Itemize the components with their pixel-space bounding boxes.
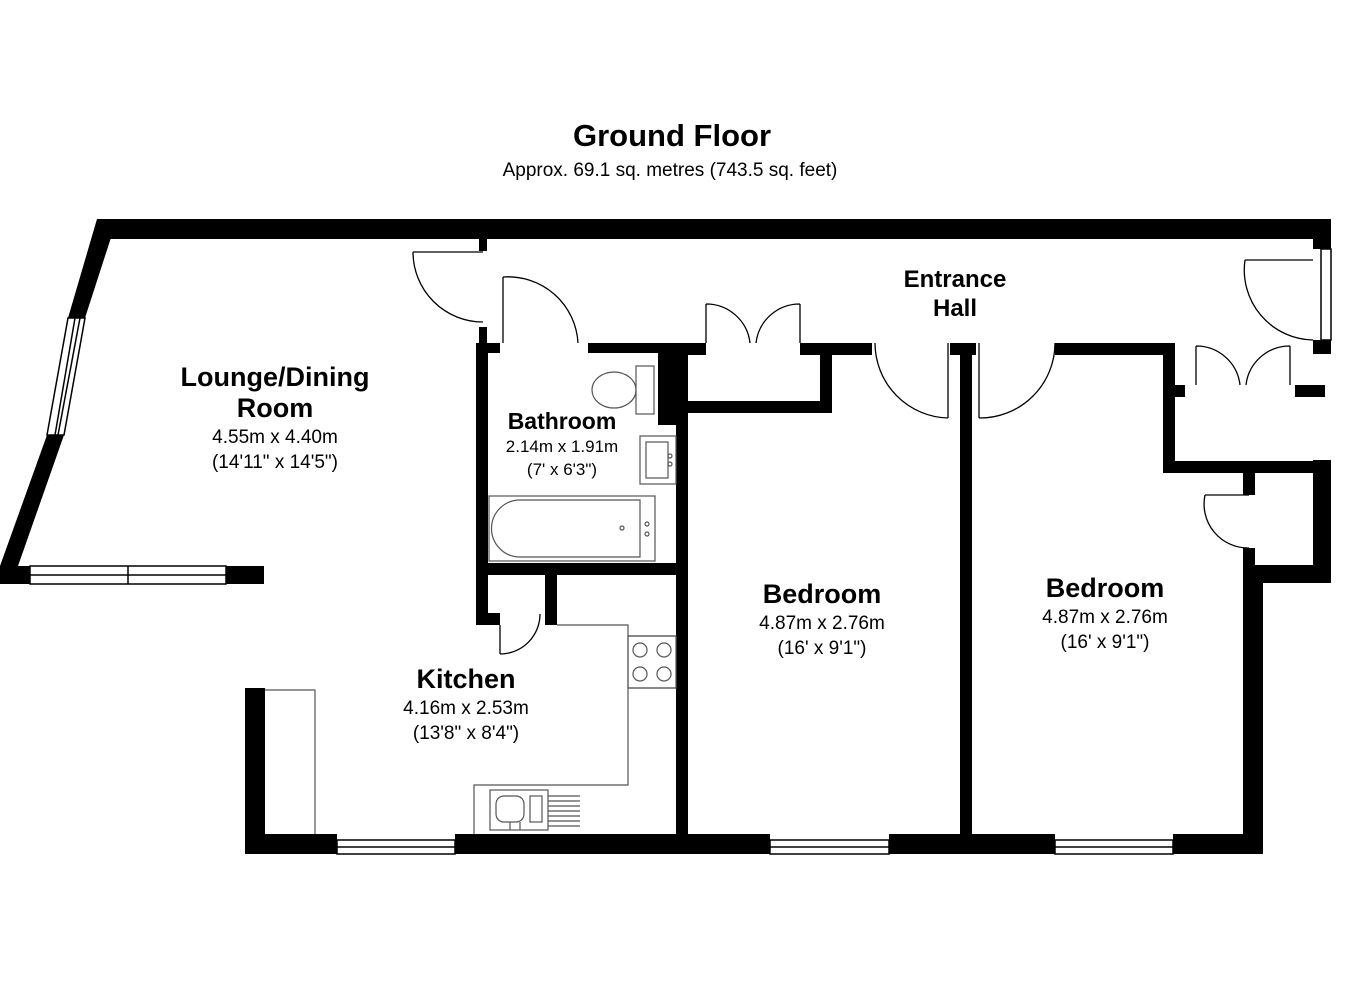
door-bedroom-1 [874,342,949,419]
room-name: Kitchen [416,664,515,694]
hob-icon [627,635,677,689]
windows [29,248,1332,855]
room-name: Bathroom [508,408,617,434]
toilet-icon [591,371,637,409]
door-cupboard-1b [755,303,801,344]
sink-icon [489,789,580,831]
room-label-kitchen: Kitchen 4.16m x 2.53m (13'8" x 8'4") [403,664,529,744]
room-name: Bedroom [1046,573,1165,603]
walls [0,219,1331,854]
door-wardrobe-a [1195,345,1241,386]
door-kitchen-cupboard [499,613,541,655]
room-size-imperial: (14'11" x 14'5") [212,452,338,473]
room-size-imperial: (16' x 9'1") [1061,632,1150,653]
door-bathroom [502,276,579,344]
room-name: Bedroom [763,579,882,609]
room-name: Entrance [904,266,1007,293]
door-entrance [1243,259,1314,341]
room-size-metric: 2.14m x 1.91m [506,437,618,456]
room-size-metric: 4.55m x 4.40m [212,427,338,448]
room-size-metric: 4.16m x 2.53m [403,698,529,719]
door-cupboard-2 [1203,494,1250,549]
room-size-imperial: (16' x 9'1") [778,638,867,659]
room-label-bathroom: Bathroom 2.14m x 1.91m (7' x 6'3") [506,408,618,479]
room-name: Hall [933,295,977,322]
room-label-lounge: Lounge/Dining Room 4.55m x 4.40m (14'11"… [181,362,370,473]
fixtures [265,365,677,834]
room-size-metric: 4.87m x 2.76m [1042,607,1168,628]
window-entrance [1320,248,1332,341]
room-size-imperial: (7' x 6'3") [527,460,597,479]
window-lounge-side [46,317,86,436]
doors [412,251,1314,655]
basin-icon [639,435,677,485]
floor-title: Ground Floor [573,118,771,153]
kitchen-counter-right [473,624,629,834]
room-label-bedroom-1: Bedroom 4.87m x 2.76m (16' x 9'1") [759,579,885,659]
toilet-cistern [635,365,655,415]
door-cupboard-1a [705,303,751,344]
room-size-imperial: (13'8" x 8'4") [413,723,519,744]
room-name: Room [237,393,314,423]
door-wardrobe-b [1245,345,1291,386]
room-label-bedroom-2: Bedroom 4.87m x 2.76m (16' x 9'1") [1042,573,1168,653]
room-name: Lounge/Dining [181,362,370,392]
floor-area-subtitle: Approx. 69.1 sq. metres (743.5 sq. feet) [503,160,838,181]
door-bedroom-2 [978,342,1056,419]
kitchen-counter-left [265,689,316,834]
door-lounge [412,251,484,323]
bath-icon [488,495,656,562]
room-label-hall: Entrance Hall [904,266,1007,322]
room-size-metric: 4.87m x 2.76m [759,613,885,634]
